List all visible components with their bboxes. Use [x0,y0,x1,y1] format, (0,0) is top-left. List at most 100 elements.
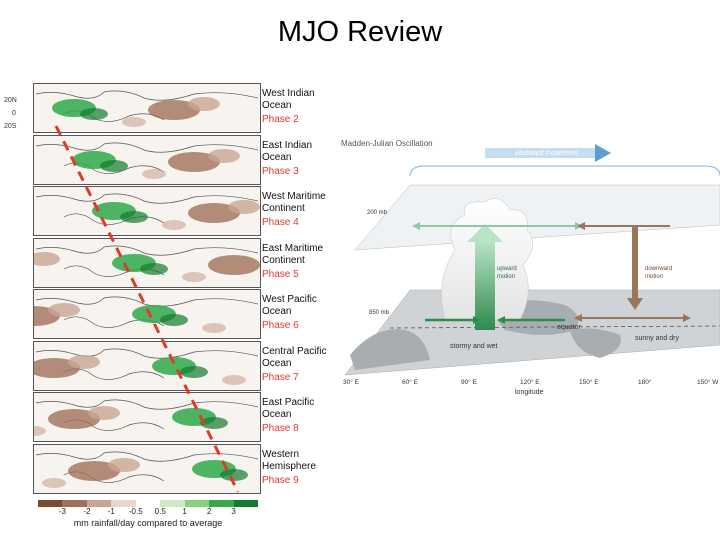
region-name: Western [262,448,300,460]
region-name-line2: Ocean [262,306,292,317]
region-name-line2: Continent [262,203,305,214]
upper-flow-to-downward-head [577,222,585,230]
phase-number: Phase 4 [262,217,299,228]
region-name-line2: Ocean [262,357,292,369]
legend-swatch [209,500,235,507]
rainfall-map-phase-7 [33,340,261,391]
upward-motion-arrow [475,242,495,330]
equator-label: equator [557,324,581,331]
legend-ticks: -3 -2 -1 -0.5 0.5 1 2 3 [38,507,258,519]
region-name-line2: Ocean [262,100,292,111]
downward-motion-label-2: motion [645,274,663,280]
rainfall-color-legend [38,500,259,508]
low-outflow-east-head [683,314,691,322]
longitude-tick: 120° E [520,378,540,386]
phase-number: Phase 9 [262,474,299,486]
phase-number: Phase 8 [262,423,299,434]
movement-bracket [409,165,720,177]
low-inflow-west-head [473,316,481,324]
legend-tick: -2 [83,507,91,516]
rainfall-map-phase-4 [33,186,261,236]
longitude-tick: 150° W [697,378,719,386]
low-outflow-west-head [574,314,582,322]
legend-tick: 0.5 [154,507,166,516]
upward-motion-label-1: upward [497,266,517,272]
phase-number: Phase 3 [262,165,299,177]
longitude-tick: 150° E [579,378,599,386]
legend-tick: 2 [206,507,212,516]
legend-swatch [111,500,137,507]
movement-arrow-head [595,144,611,162]
rainfall-map-phase-8 [33,392,261,442]
region-name: East Maritime [262,242,324,254]
longitude-tick: 30° E [343,378,360,386]
longitude-tick: 180° [638,378,652,386]
upper-level-label: 200 mb [367,210,388,216]
longitude-axis: 30° E 60° E 90° E 120° E 150° E 180° 150° W [343,378,719,386]
upward-motion-arrow-head [467,224,503,242]
region-name: West Indian [262,88,315,99]
region-name: West Pacific [262,294,317,305]
legend-tick: 1 [182,507,187,516]
region-name: East Pacific [262,397,315,408]
landmass-australia [570,328,621,358]
movement-label: eastward movement [515,150,579,157]
phase-number: Phase 6 [262,320,299,331]
region-name-line2: Ocean [262,151,292,163]
diagram-heading: Madden-Julian Oscillation [341,139,433,148]
longitude-tick: 90° E [461,378,478,386]
stormy-label: stormy and wet [450,343,498,350]
lat-label-0: 0 [12,110,16,117]
phase-number: Phase 5 [262,268,299,280]
legend-caption: mm rainfall/day compared to average [73,518,223,528]
lat-label-20s: 20S [4,123,17,130]
region-name: East Indian [262,139,313,151]
region-name: West Maritime [262,191,326,202]
upper-outflow-west-head [412,222,420,230]
legend-swatch [233,500,259,507]
legend-tick: -1 [107,507,115,516]
longitude-tick: 60° E [402,378,419,386]
rainfall-map-phase-9 [33,443,261,494]
region-name: Central Pacific [262,345,327,357]
movement-arrow-body [485,148,595,158]
downward-motion-arrow-head [627,298,643,310]
rainfall-map-phase-2 [33,83,261,133]
phase-number: Phase 2 [262,114,299,125]
landmass-africa [350,329,430,370]
downward-motion-label-1: downward [645,266,672,272]
mjo-schematic: Madden-Julian Oscillation eastward movem… [335,130,720,400]
low-inflow-east-head [497,316,505,324]
lower-level-label: 850 mb [369,310,390,316]
legend-tick: -3 [58,507,66,516]
legend-tick: 3 [231,507,236,516]
legend-swatch [38,500,63,507]
phase-number: Phase 7 [262,371,299,383]
legend-swatch [184,500,210,507]
longitude-label: longitude [515,389,544,396]
legend-swatch [62,500,88,507]
legend-swatch [135,500,161,507]
slide-title: MJO Review [277,16,443,48]
sunny-label: sunny and dry [635,335,679,342]
rainfall-map-phase-5 [33,237,261,288]
rainfall-map-phase-6 [33,289,261,339]
legend-tick: -0.5 [128,507,143,516]
lat-label-20n: 20N [4,97,17,104]
upward-motion-label-2: motion [497,274,515,280]
legend-swatch [86,500,112,507]
region-name-line2: Ocean [262,409,292,420]
upper-level-plane [354,184,720,251]
legend-swatch [160,500,186,507]
equator-line [389,325,720,329]
region-name-line2: Continent [262,254,305,266]
